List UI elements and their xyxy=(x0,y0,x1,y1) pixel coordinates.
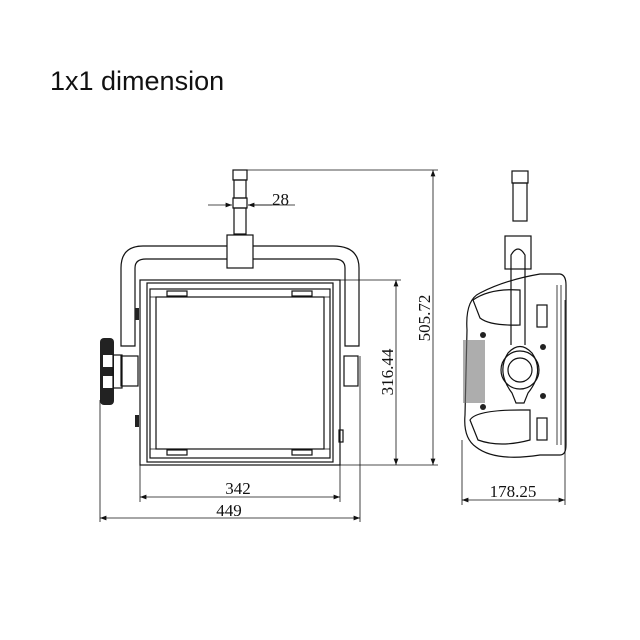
dimension-pin-width: 28 xyxy=(272,190,289,209)
front-view xyxy=(100,169,360,466)
page-title: 1x1 dimension xyxy=(50,66,225,96)
side-view xyxy=(463,170,567,458)
dimension-overall-width: 449 xyxy=(216,501,242,520)
dimension-depth: 178.25 xyxy=(490,482,537,501)
dimension-panel-height: 316.44 xyxy=(378,348,397,395)
dimension-overall-height: 505.72 xyxy=(415,295,434,342)
dimension-lines xyxy=(99,169,566,522)
dimension-panel-width: 342 xyxy=(225,479,251,498)
